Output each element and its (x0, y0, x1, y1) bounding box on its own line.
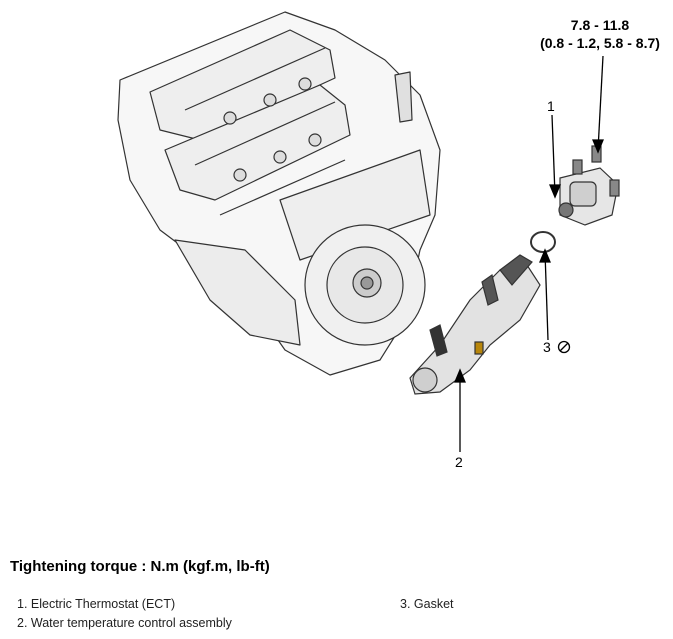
exploded-view-diagram (117, 11, 620, 452)
legend-item-2: 2. Water temperature control assembly (17, 616, 232, 630)
engine-block-illustration (117, 11, 441, 376)
callout-1: 1 (547, 98, 555, 114)
prohibited-circle-icon (557, 340, 571, 354)
legend-item-1: 1. Electric Thermostat (ECT) (17, 597, 176, 611)
legend-item-3: 3. Gasket (400, 597, 454, 611)
leader-lines (454, 55, 604, 452)
torque-spec-nm: 7.8 - 11.8 (570, 17, 630, 33)
electric-thermostat-part (558, 145, 620, 226)
torque-spec-kgfm-lbft: (0.8 - 1.2, 5.8 - 8.7) (540, 35, 660, 51)
water-temperature-control-assembly-part (409, 254, 541, 395)
torque-heading: Tightening torque : N.m (kgf.m, lb-ft) (10, 558, 270, 575)
callout-3: 3 (543, 339, 551, 355)
gasket-ring (530, 231, 556, 253)
callout-2: 2 (455, 454, 463, 470)
torque-spec-label: 7.8 - 11.8 (0.8 - 1.2, 5.8 - 8.7) (530, 16, 670, 52)
